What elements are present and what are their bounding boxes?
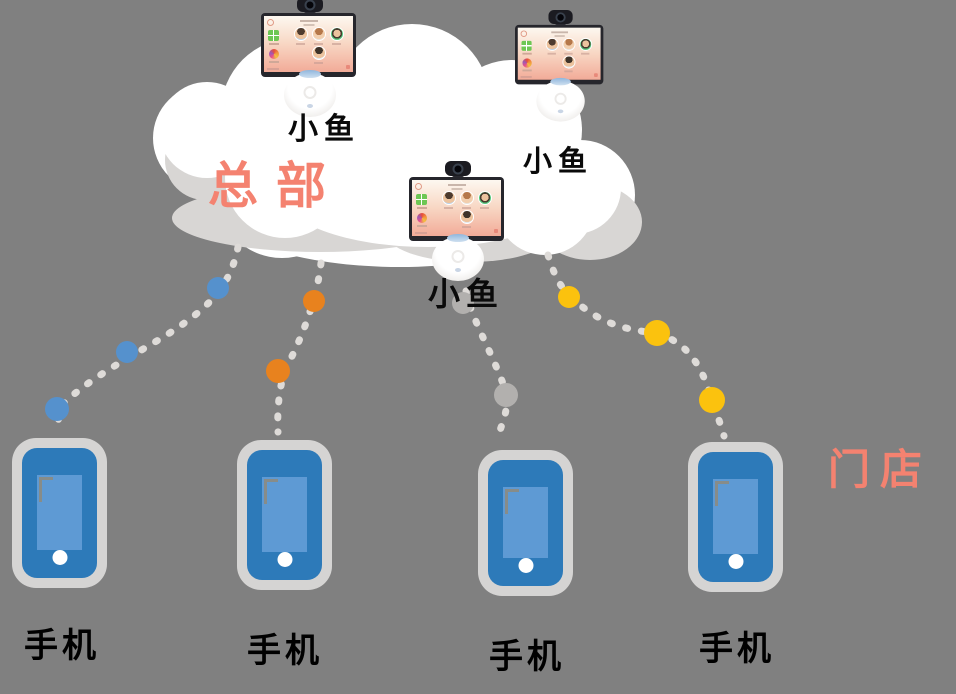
headquarters-label: 总部 (208, 156, 344, 215)
screen-grid-icon (268, 30, 279, 41)
phone-2-label: 手机 (247, 631, 323, 671)
fish-logo-icon (454, 268, 461, 272)
blue-dot (116, 341, 138, 363)
fish-logo-icon (306, 104, 313, 108)
screen-grid-icon (416, 194, 427, 205)
device-1-label: 小鱼 (288, 112, 360, 147)
screen-status-ring (267, 19, 274, 26)
gray-dot (452, 292, 474, 314)
device-speaker-base (431, 234, 484, 281)
contact-avatar (312, 27, 326, 41)
phone-2 (237, 440, 332, 590)
phone-1 (12, 438, 107, 588)
device-monitor (409, 177, 504, 241)
screen-apps-icon (269, 49, 279, 59)
device-3-label: 小鱼 (428, 275, 505, 313)
contact-avatar (562, 55, 576, 69)
device-monitor (515, 24, 604, 85)
phone-3-label: 手机 (489, 637, 565, 677)
device-monitor (261, 13, 356, 77)
screen-apps-icon (522, 58, 532, 68)
orange-dot (266, 359, 290, 383)
phone-4 (688, 442, 783, 592)
home-button (728, 554, 743, 569)
connection-line-4 (544, 251, 728, 440)
contact-avatar (579, 37, 593, 51)
phone-screen (262, 477, 307, 552)
yellow-dot (558, 286, 580, 308)
home-button (277, 552, 292, 567)
contact-avatar (442, 191, 456, 205)
contact-avatar (478, 191, 492, 205)
phone-4-label: 手机 (699, 629, 775, 669)
screen-grid-icon (521, 40, 532, 51)
contact-avatar (294, 27, 308, 41)
screen-apps-icon (417, 213, 427, 223)
gray-dot (494, 383, 518, 407)
connection-line-2 (274, 259, 325, 436)
device-speaker-base (535, 77, 585, 122)
yellow-dot (699, 387, 725, 413)
orange-dot (303, 290, 325, 312)
blue-dot (207, 277, 229, 299)
store-label: 门店 (828, 445, 933, 494)
connection-dots (45, 277, 725, 421)
home-button (518, 558, 533, 573)
phone-3 (478, 450, 573, 596)
phone-screen (37, 475, 82, 550)
fish-logo-icon (557, 109, 563, 114)
device-speaker-base (283, 70, 336, 117)
device-screen (517, 27, 601, 80)
contact-avatar (312, 46, 326, 60)
connection-line-1 (55, 243, 242, 435)
device-screen (412, 180, 501, 236)
device-screen (264, 16, 353, 72)
device-2-label: 小鱼 (523, 144, 594, 178)
blue-dot (45, 397, 69, 421)
contact-avatar (460, 191, 474, 205)
contact-avatar (330, 27, 344, 41)
phone-screen (713, 479, 758, 554)
contact-avatar (562, 37, 576, 51)
screen-status-ring (520, 30, 528, 37)
contact-avatar (545, 37, 559, 51)
phone-1-label: 手机 (24, 626, 100, 666)
home-button (52, 550, 67, 565)
contact-avatar (460, 210, 474, 224)
screen-status-ring (415, 183, 422, 190)
yellow-dot (644, 320, 670, 346)
phone-screen (503, 487, 548, 558)
